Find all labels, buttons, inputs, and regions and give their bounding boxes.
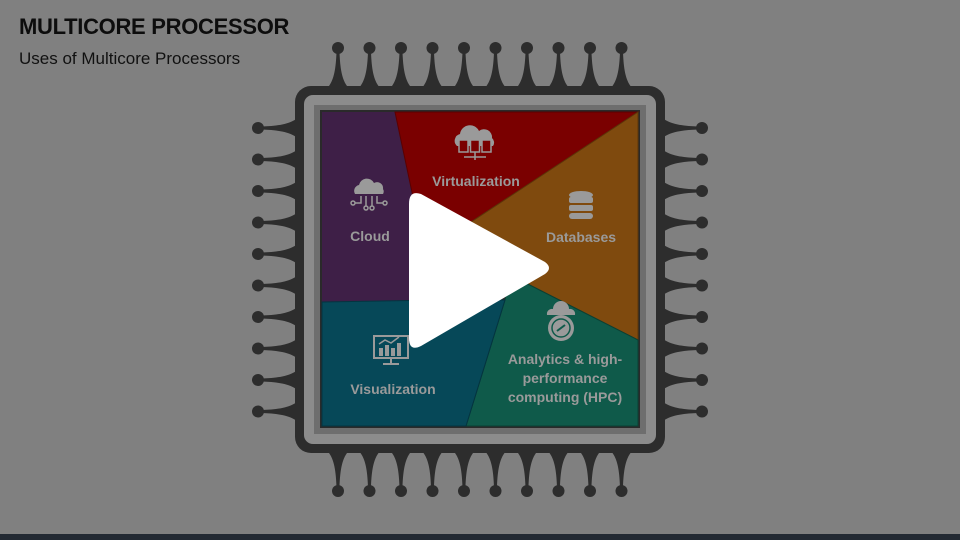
speedometer-icon (546, 301, 576, 341)
segment-label-analytics-hpc: Analytics & high- performance computing … (500, 350, 630, 407)
segment-label-virtualization: Virtualization (432, 173, 520, 189)
left-pins (252, 119, 296, 421)
play-icon[interactable] (407, 190, 555, 352)
cloud-server-icon (454, 125, 495, 160)
slide-title: MULTICORE PROCESSOR (19, 14, 290, 39)
monitor-chart-icon (373, 335, 409, 365)
cloud-network-icon (350, 178, 388, 211)
bottom-bar (0, 534, 960, 540)
bottom-pins (329, 453, 631, 497)
label-line: performance (522, 370, 608, 386)
segment-label-databases: Databases (545, 229, 617, 245)
segment-label-cloud: Cloud (350, 228, 390, 244)
segment-label-visualization: Visualization (350, 381, 436, 397)
right-pins (664, 119, 708, 421)
label-line: Analytics & high- (507, 351, 623, 367)
label-line: computing (HPC) (507, 389, 623, 405)
slide-subtitle: Uses of Multicore Processors (19, 49, 241, 68)
top-pins (329, 42, 631, 86)
database-icon (569, 191, 593, 219)
